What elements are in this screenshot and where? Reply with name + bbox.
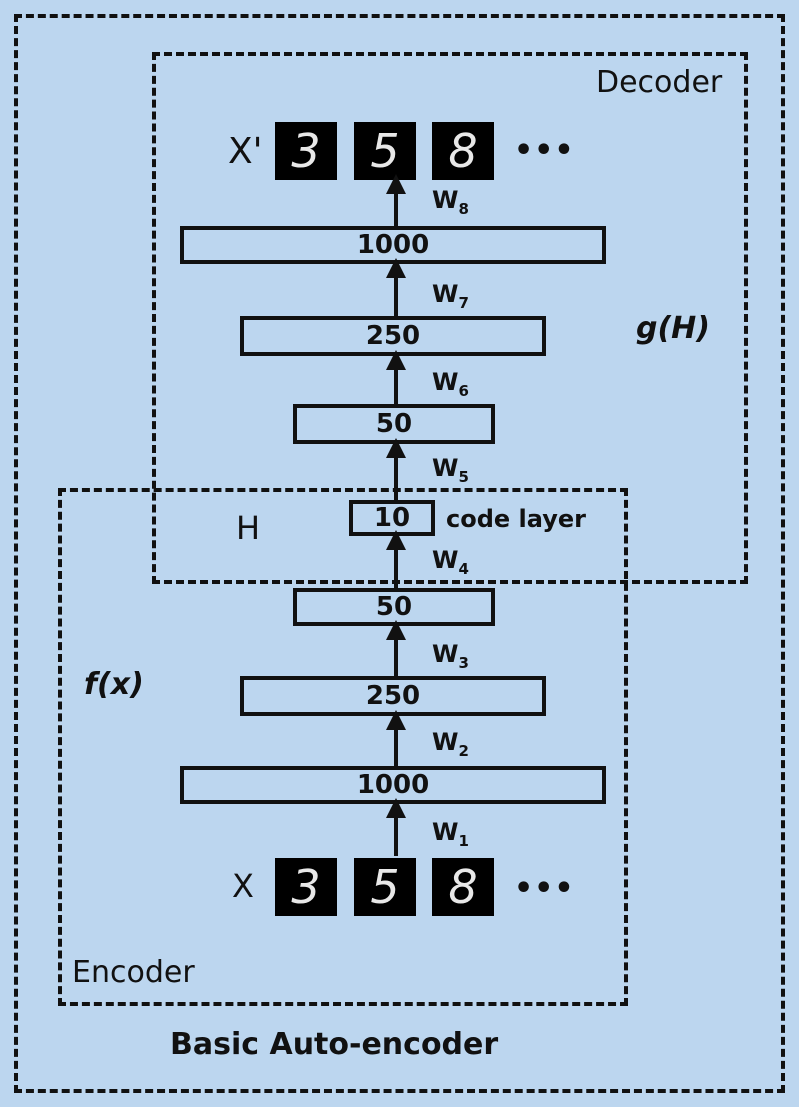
diagram-title: Basic Auto-encoder [170,1030,498,1060]
